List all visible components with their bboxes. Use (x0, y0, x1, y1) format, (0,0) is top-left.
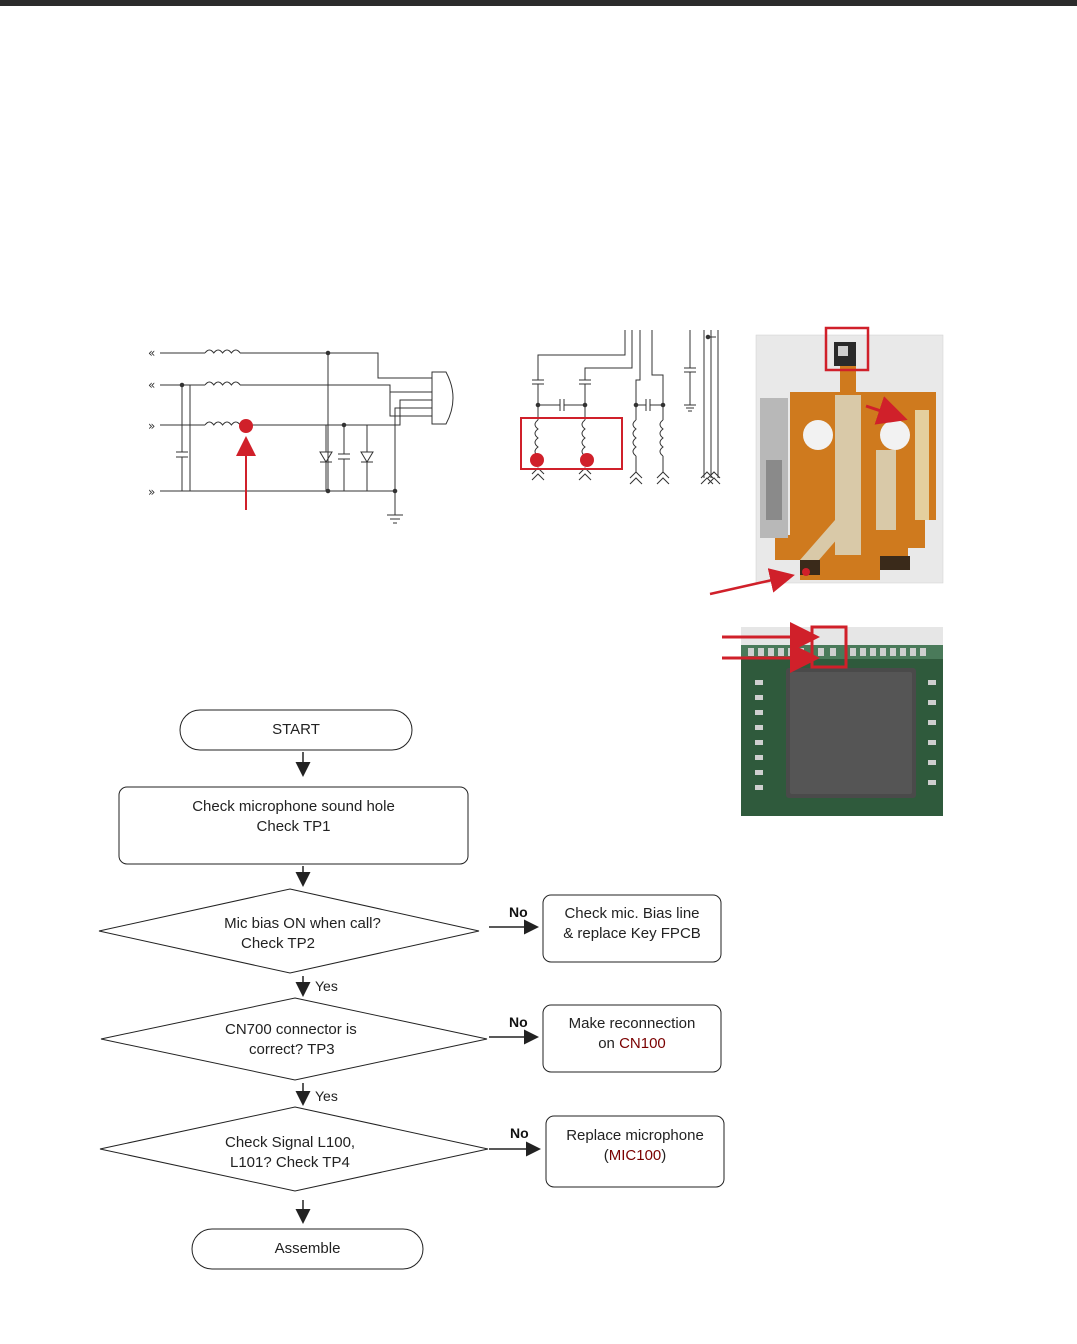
result-box-1 (542, 894, 722, 963)
result3-line1: Replace microphone (566, 1127, 704, 1144)
decision1-label: Mic bias ON when call? Check TP2 (150, 914, 425, 954)
svg-text:«: « (148, 378, 155, 392)
result3-open: ( (603, 1147, 609, 1164)
start-terminal (179, 709, 413, 751)
step1-label: Check microphone sound hole Check TP1 (119, 797, 468, 837)
svg-text:«: « (148, 346, 155, 360)
top-rule (0, 0, 1077, 6)
decision1-line1: Mic bias ON when call? (224, 915, 381, 932)
decision-1 (98, 888, 480, 974)
step1-line1: Check microphone sound hole (192, 798, 395, 815)
no-label-3: No (510, 1125, 529, 1141)
result2-line2: on CN100 (543, 1034, 721, 1054)
step1-line2: Check TP1 (256, 818, 331, 835)
flowchart (98, 709, 725, 1270)
result1-line2: & replace Key FPCB (563, 925, 701, 942)
decision3-line2: L101? Check TP4 (230, 1154, 350, 1171)
fpcb-photo (755, 326, 944, 584)
test-point-marker (580, 453, 594, 467)
svg-text:»: » (148, 485, 155, 499)
test-point-marker (239, 419, 253, 433)
start-label: START (272, 721, 320, 738)
no-label-2: No (509, 1014, 528, 1030)
result3-code: MIC100 (608, 1147, 662, 1164)
result2-line1: Make reconnection (568, 1015, 696, 1032)
svg-text:»: » (148, 419, 155, 433)
result3-close: ) (661, 1147, 667, 1164)
end-terminal (191, 1228, 424, 1270)
result3-label: Replace microphone (MIC100) (546, 1126, 724, 1166)
pointer-arrow (709, 568, 795, 596)
decision2-label: CN700 connector is correct? TP3 (150, 1020, 440, 1060)
highlight-box (824, 326, 870, 372)
step1-box (118, 786, 469, 865)
yes-label-2: Yes (315, 1088, 338, 1104)
mic-schematic-left: « « » » (148, 346, 454, 524)
result2-prefix: on (598, 1035, 620, 1052)
result3-line2: (MIC100) (546, 1146, 724, 1166)
result1-line1: Check mic. Bias line (564, 905, 700, 922)
decision1-line2: Check TP2 (241, 935, 315, 952)
no-label-1: No (509, 904, 528, 920)
result1-label: Check mic. Bias line & replace Key FPCB (543, 904, 721, 944)
end-label: Assemble (274, 1240, 341, 1257)
test-point-marker (530, 453, 544, 467)
decision3-line1: Check Signal L100, (225, 1134, 356, 1151)
inductor-symbol (204, 421, 241, 426)
result2-label: Make reconnection on CN100 (543, 1014, 721, 1054)
decision-3 (99, 1106, 489, 1192)
mic-schematic-middle (531, 330, 721, 485)
flow-arrows (295, 752, 541, 1224)
result-box-2 (542, 1004, 722, 1073)
decision-2 (100, 997, 488, 1081)
decision2-line2: correct? TP3 (249, 1041, 335, 1058)
result-box-3 (545, 1115, 725, 1188)
yes-label-1: Yes (315, 978, 338, 994)
connector-symbol (431, 371, 454, 425)
inductor-symbol (204, 381, 241, 386)
chip-photo (741, 625, 943, 816)
inductor-symbol (204, 349, 241, 354)
ground-symbol (387, 514, 403, 524)
result2-code: CN100 (619, 1035, 666, 1052)
decision2-line1: CN700 connector is (225, 1021, 357, 1038)
decision3-label: Check Signal L100, L101? Check TP4 (150, 1133, 440, 1173)
highlight-box (520, 417, 623, 470)
